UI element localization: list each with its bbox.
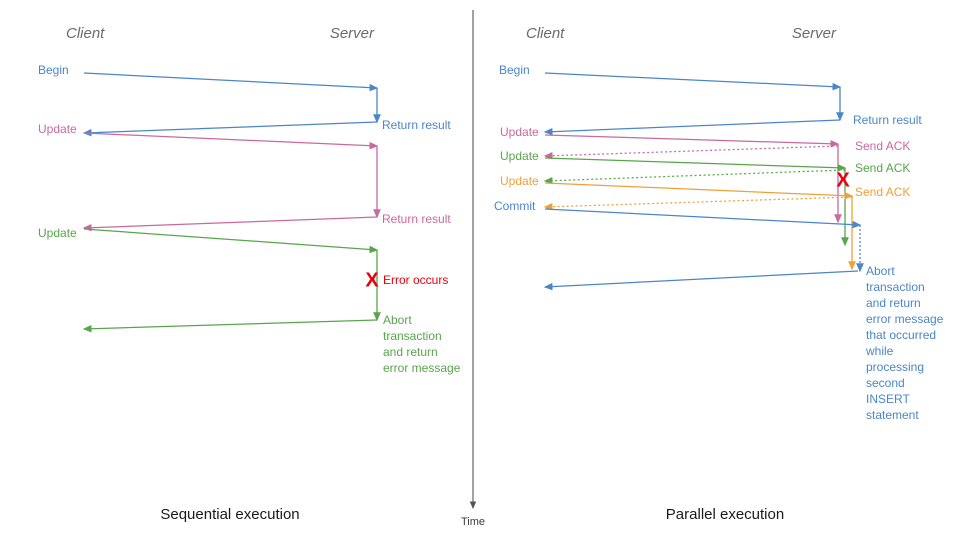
message-label-update-2: Update [38, 226, 77, 240]
message-label-send-ack-2: Send ACK [855, 161, 910, 175]
message-label-begin: Begin [38, 63, 69, 77]
message-label-send-ack-3: Send ACK [855, 185, 910, 199]
message-label-return-result: Return result [853, 113, 922, 127]
error-x-icon: X [365, 269, 379, 291]
message-arrow-update-2 [83, 228, 379, 254]
message-arrow-return-result [543, 119, 841, 136]
message-label-send-ack-1: Send ACK [855, 139, 910, 153]
message-arrow-update-2 [544, 157, 847, 172]
note-line: error message [866, 312, 944, 326]
message-arrow-abort-return [82, 319, 378, 333]
note-line: INSERT [866, 392, 910, 406]
lane-header-server: Server [330, 25, 375, 42]
message-arrow-send-ack-2 [543, 169, 846, 185]
note-line: transaction [383, 329, 442, 343]
message-arrow-commit [544, 208, 862, 229]
lane-header-client: Client [66, 25, 105, 42]
note-line: Abort [383, 313, 412, 327]
note-line: processing [866, 360, 924, 374]
message-label-return-result-2: Return result [382, 212, 451, 226]
message-arrow-return-result-1 [82, 121, 378, 137]
note-abort-note: Abort transaction and return error message t… [865, 264, 944, 422]
note-line: that occurred [866, 328, 936, 342]
message-label-begin: Begin [499, 63, 530, 77]
message-arrow-update-1 [83, 132, 379, 150]
message-arrow-update-1 [544, 134, 840, 148]
message-label-update-2: Update [500, 149, 539, 163]
message-label-update-3: Update [500, 174, 539, 188]
message-arrow-begin [544, 72, 842, 91]
note-line: statement [866, 408, 919, 422]
note-line: error message [383, 361, 461, 375]
message-label-commit: Commit [494, 199, 536, 213]
lane-header-client: Client [526, 25, 565, 42]
message-arrow-send-ack-1 [543, 145, 839, 160]
note-line: Abort [866, 264, 895, 278]
note-line: transaction [866, 280, 925, 294]
panel-caption-sequential: Sequential execution [160, 506, 299, 523]
panel-caption-parallel: Parallel execution [666, 506, 784, 523]
note-abort-note: Abort transaction and return error message [383, 313, 461, 375]
message-arrow-abort-return [543, 270, 859, 291]
time-axis-layer: Time [461, 10, 485, 528]
error-x-icon: X [836, 169, 850, 191]
message-arrow-return-result-2 [82, 216, 378, 232]
note-line: and return [383, 345, 438, 359]
message-arrow-begin [83, 72, 379, 92]
note-line: and return [866, 296, 921, 310]
lane-header-server: Server [792, 25, 837, 42]
note-line: second [866, 376, 905, 390]
message-label-update-1: Update [500, 125, 539, 139]
message-label-return-result-1: Return result [382, 118, 451, 132]
message-arrow-update-3 [544, 182, 854, 200]
message-arrow-send-ack-3 [543, 196, 853, 211]
message-label-update-1: Update [38, 122, 77, 136]
note-line: while [865, 344, 894, 358]
time-axis-label: Time [461, 516, 485, 528]
error-label-error-occurs: Error occurs [383, 273, 448, 287]
